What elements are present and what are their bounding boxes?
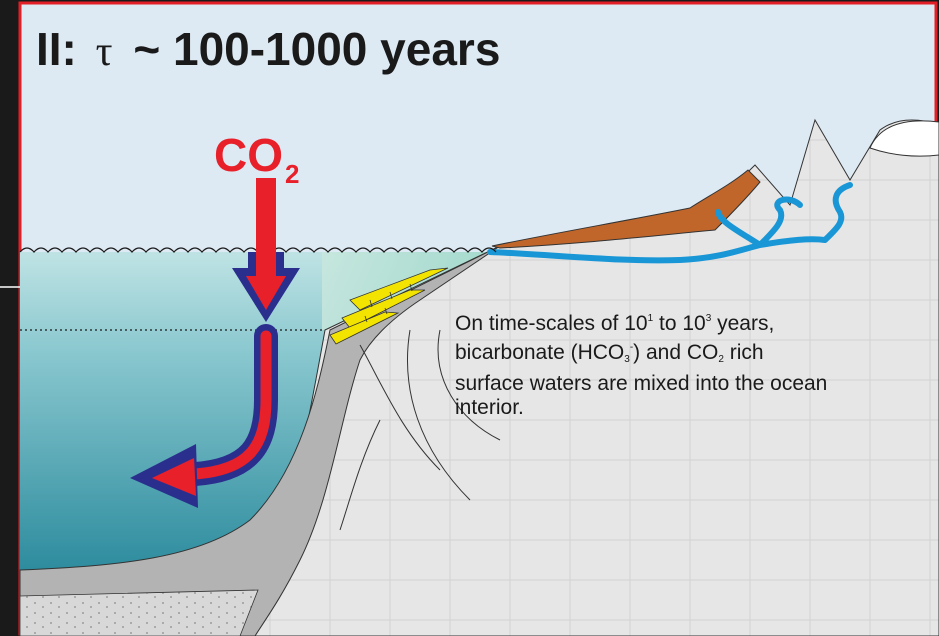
co2-label-subscript: 2 [285,159,300,189]
caption-part: On time-scales of 10 [455,312,648,335]
co2-label-main: CO [214,129,283,181]
co2-down-arrow [232,178,300,322]
mixing-arrow [130,324,278,508]
tau-symbol: τ [95,29,113,75]
caption-part: to 10 [653,312,706,335]
co2-label: CO2 [214,128,299,189]
caption-line-3: surface waters are mixed into the ocean [455,372,828,395]
caption-superscript: - [629,342,634,353]
caption-subscript: 3 [624,354,630,365]
snow-cap [869,120,939,157]
caption-superscript: 1 [647,313,654,324]
caption-part: years, [711,312,775,335]
caption-line-1: On time-scales of 101 to 103 years, [455,307,935,336]
rock-fractures [339,329,501,531]
caption-part: rich [723,341,764,364]
sediment-wedge [491,169,761,249]
river [487,182,853,264]
title-prefix: II: [36,23,77,75]
caption-line-4: interior. [455,396,524,419]
caption-text: On time-scales of 101 to 103 years, bica… [455,307,935,420]
caption-superscript: 3 [705,313,712,324]
title-suffix: ~ 100-1000 years [133,23,501,75]
caption-subscript: 2 [718,354,724,365]
page-title: II: τ ~ 100-1000 years [36,22,500,76]
caption-line-2: bicarbonate (HCO3-) and CO2 rich [455,336,935,372]
seafloor-sediment [19,589,259,636]
caption-part: ) and CO [633,341,719,364]
reef-deposits [329,267,449,345]
caption-part: bicarbonate (HCO [455,341,625,364]
